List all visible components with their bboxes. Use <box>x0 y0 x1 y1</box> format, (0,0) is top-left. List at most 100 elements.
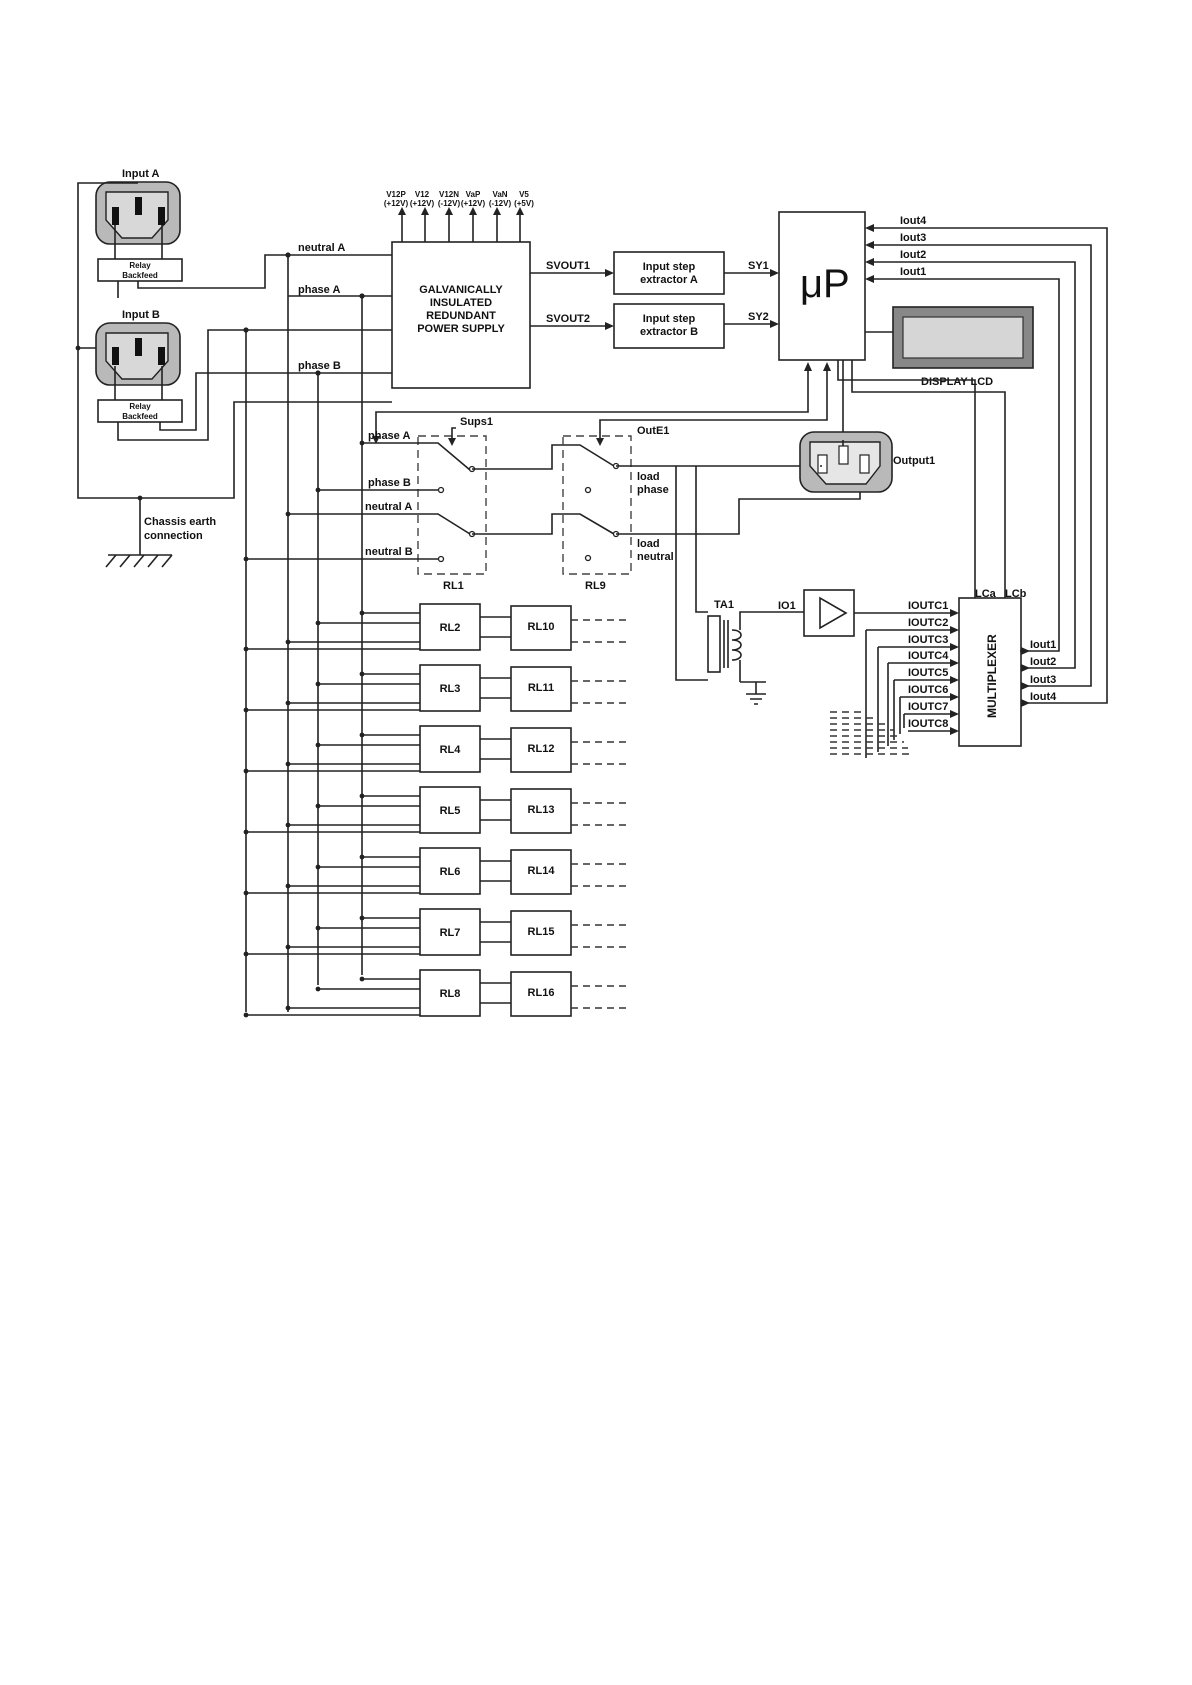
input-b-label: Input B <box>122 309 160 321</box>
extractor-b-block: Input step extractor B <box>613 303 725 349</box>
svg-text:Iout3: Iout3 <box>1030 674 1056 686</box>
svg-text:INSULATED: INSULATED <box>430 297 492 309</box>
relay-label: RL3 <box>440 683 461 695</box>
svg-text:phase: phase <box>637 484 669 496</box>
svg-text:extractor A: extractor A <box>640 274 698 286</box>
relay-label: RL6 <box>440 866 461 878</box>
svg-text:Iout2: Iout2 <box>1030 656 1056 668</box>
sy1-label: SY1 <box>748 260 769 272</box>
svg-text:Iout1: Iout1 <box>900 266 926 278</box>
rl1-label: RL1 <box>443 580 464 592</box>
switch-rl9: RL9 OutE1 load phase load neutral <box>562 425 674 592</box>
relay-label: RL8 <box>440 988 461 1000</box>
mux-outputs: Iout1 Iout2 Iout3 Iout4 <box>1020 639 1057 707</box>
svg-text:IOUTC7: IOUTC7 <box>908 701 948 713</box>
svg-text:load: load <box>637 471 660 483</box>
relay-rl12 <box>510 727 572 773</box>
relay-rl11 <box>510 666 572 712</box>
relay-label: RL14 <box>528 865 556 877</box>
microprocessor-label: μP <box>800 262 850 306</box>
bus-phase-b-label: phase B <box>298 360 341 372</box>
svg-text:extractor B: extractor B <box>640 326 698 338</box>
relay-rl7 <box>419 908 481 956</box>
switch-rl1: RL1 Sups1 phase A phase B neutral A neut… <box>246 416 493 592</box>
current-transformer-ta1: TA1 <box>707 599 766 705</box>
mux-inputs: IOUTC1 IOUTC2 IOUTC3 IOUTC4 IOUTC5 IOUTC… <box>830 600 959 758</box>
output-v12p-name: V12P <box>386 190 406 199</box>
relay-rl3 <box>419 664 481 712</box>
bus-phase-a-label: phase A <box>298 284 340 296</box>
output1-label: Output1 <box>893 455 935 467</box>
svg-text:Relay: Relay <box>129 402 151 411</box>
relay-label: RL5 <box>440 805 461 817</box>
relay-rl10 <box>510 605 572 651</box>
svg-text:Iout3: Iout3 <box>900 232 926 244</box>
input-a-label: Input A <box>122 168 160 180</box>
microprocessor-block: μP <box>778 211 866 361</box>
svg-text:Backfeed: Backfeed <box>122 271 158 280</box>
relay-label: RL7 <box>440 927 461 939</box>
svg-text:(+12V): (+12V) <box>461 199 486 208</box>
svg-text:Input step: Input step <box>643 313 696 325</box>
svg-text:Relay: Relay <box>129 261 151 270</box>
relay-label: RL13 <box>528 804 555 816</box>
lcb-label: LCb <box>1005 588 1027 600</box>
relay-label: RL4 <box>440 744 462 756</box>
input-a-connector: Input A <box>95 168 181 245</box>
svg-text:IOUTC1: IOUTC1 <box>908 600 948 612</box>
multiplexer-label: MULTIPLEXER <box>985 634 999 718</box>
display-lcd: DISPLAY LCD <box>892 306 1034 388</box>
svg-text:IOUTC3: IOUTC3 <box>908 634 948 646</box>
svg-text:POWER SUPPLY: POWER SUPPLY <box>417 323 505 335</box>
output1-connector: Output1 <box>799 431 935 493</box>
oute1-label: OutE1 <box>637 425 669 437</box>
io1-label: IO1 <box>778 600 796 612</box>
bus-neutral-a-label: neutral A <box>298 242 345 254</box>
multiplexer-block: MULTIPLEXER LCa LCb <box>958 588 1027 747</box>
svg-text:load: load <box>637 538 660 550</box>
svout2-label: SVOUT2 <box>546 313 590 325</box>
output-v5-name: V5 <box>519 190 529 199</box>
relay-rl6 <box>419 847 481 895</box>
extractor-a-block: Input step extractor A <box>613 251 725 295</box>
svg-text:connection: connection <box>144 530 203 542</box>
relay-backfeed-a: Relay Backfeed <box>97 258 183 282</box>
svg-text:IOUTC6: IOUTC6 <box>908 684 948 696</box>
svg-text:(-12V): (-12V) <box>489 199 512 208</box>
output-vap-name: VaP <box>466 190 481 199</box>
amplifier <box>803 589 855 637</box>
power-supply-block: GALVANICALLY INSULATED REDUNDANT POWER S… <box>391 241 531 389</box>
output-v12n-name: V12N <box>439 190 459 199</box>
svg-text:neutral: neutral <box>637 551 674 563</box>
relay-rl8 <box>419 969 481 1017</box>
power-supply-outputs: V12P (+12V) V12 (+12V) V12N (-12V) VaP (… <box>384 190 534 242</box>
relay-rl15 <box>510 910 572 956</box>
input-b-connector: Input B <box>95 309 181 386</box>
svg-text:IOUTC4: IOUTC4 <box>908 650 949 662</box>
svg-text:phase A: phase A <box>368 430 410 442</box>
relay-label: RL2 <box>440 622 461 634</box>
relay-rl14 <box>510 849 572 895</box>
svg-text:IOUTC5: IOUTC5 <box>908 667 948 679</box>
svg-text:(-12V): (-12V) <box>438 199 461 208</box>
sups1-label: Sups1 <box>460 416 493 428</box>
svg-text:Backfeed: Backfeed <box>122 412 158 421</box>
relay-rl4 <box>419 725 481 773</box>
svg-text:Iout4: Iout4 <box>900 215 927 227</box>
relay-label: RL12 <box>528 743 555 755</box>
mcu-iout-inputs: Iout4 Iout3 Iout2 Iout1 <box>865 215 1108 704</box>
chassis-earth-label: Chassis earth <box>144 516 216 528</box>
ta1-label: TA1 <box>714 599 734 611</box>
relay-rl5 <box>419 786 481 834</box>
svout1-label: SVOUT1 <box>546 260 590 272</box>
svg-text:REDUNDANT: REDUNDANT <box>426 310 496 322</box>
svg-text:(+12V): (+12V) <box>384 199 409 208</box>
svg-text:IOUTC8: IOUTC8 <box>908 718 948 730</box>
svg-text:Iout2: Iout2 <box>900 249 926 261</box>
lca-label: LCa <box>975 588 997 600</box>
svg-text:neutral B: neutral B <box>365 546 413 558</box>
relay-rl13 <box>510 788 572 834</box>
sy2-label: SY2 <box>748 311 769 323</box>
